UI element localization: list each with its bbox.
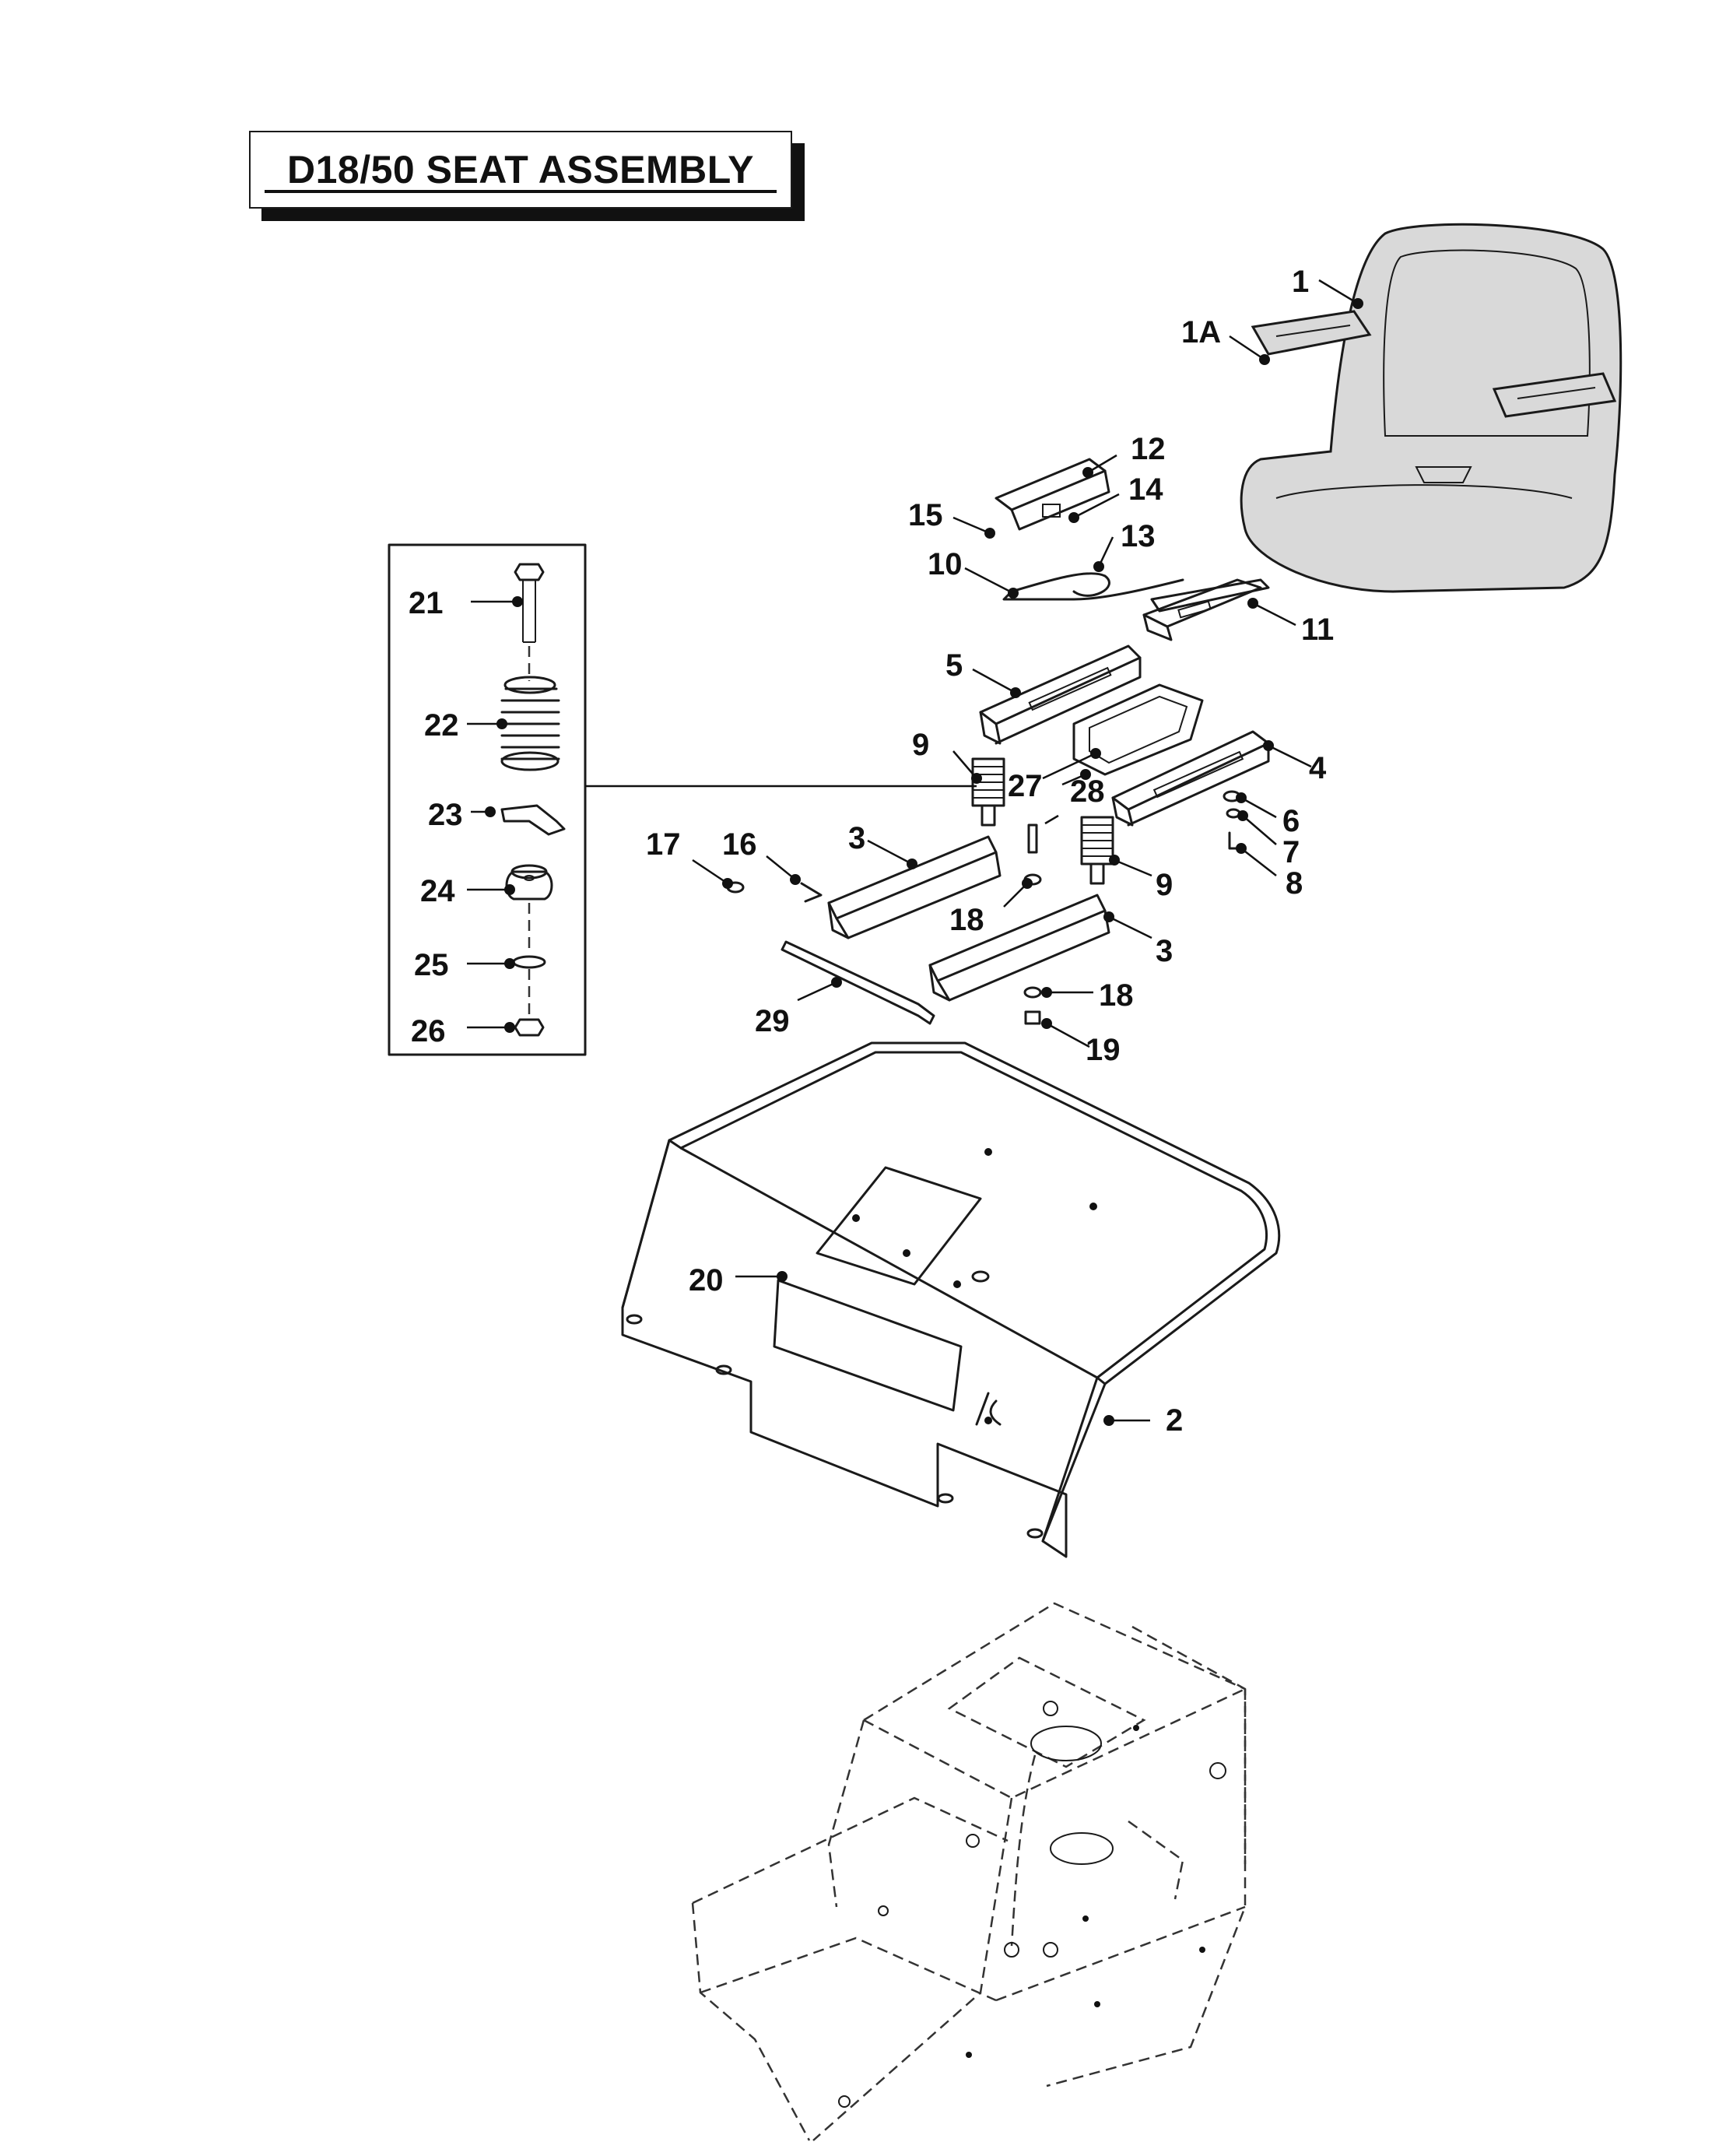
callout-24: 24 <box>420 874 455 908</box>
callout-3-lower: 3 <box>1156 934 1173 968</box>
page-title: D18/50 SEAT ASSEMBLY <box>286 148 754 191</box>
spring-assemblies <box>971 757 1114 885</box>
callout-27: 27 <box>1008 769 1043 803</box>
callout-9-lower: 9 <box>1156 868 1173 902</box>
callout-18-lower: 18 <box>1099 978 1134 1013</box>
callout-14: 14 <box>1128 472 1163 507</box>
callout-labels: 1 1A 2 3 3 4 5 6 7 8 9 9 10 11 12 13 14 … <box>409 265 1334 1438</box>
title-underline <box>265 190 777 193</box>
callout-8: 8 <box>1286 866 1303 901</box>
callout-4: 4 <box>1309 751 1327 785</box>
callout-23: 23 <box>428 798 463 832</box>
seat-bracket-parts <box>995 458 1270 641</box>
callout-29: 29 <box>755 1004 790 1038</box>
fender-part <box>621 1041 1281 1558</box>
callout-20: 20 <box>689 1263 724 1297</box>
callout-9-upper: 9 <box>912 728 929 762</box>
callout-26: 26 <box>411 1014 446 1048</box>
callout-10: 10 <box>928 547 963 581</box>
callout-21: 21 <box>409 586 444 620</box>
callout-16: 16 <box>722 827 757 862</box>
callout-7: 7 <box>1282 835 1300 869</box>
callout-15: 15 <box>908 498 943 532</box>
callout-1a: 1A <box>1181 315 1221 349</box>
callout-1: 1 <box>1292 265 1309 299</box>
callout-25: 25 <box>414 948 449 982</box>
callout-22: 22 <box>424 708 459 743</box>
callout-28: 28 <box>1070 774 1105 809</box>
callout-19: 19 <box>1086 1033 1121 1067</box>
callout-3-upper: 3 <box>848 821 865 855</box>
title-box: D18/50 SEAT ASSEMBLY <box>249 131 792 209</box>
callout-17: 17 <box>646 827 681 862</box>
callout-5: 5 <box>945 648 963 683</box>
callout-2: 2 <box>1166 1403 1183 1438</box>
frame-outline <box>691 1602 1247 2141</box>
leader-lines <box>467 279 1363 1426</box>
seat-rails <box>979 644 1270 827</box>
callout-12: 12 <box>1131 432 1166 466</box>
callout-11: 11 <box>1301 613 1334 647</box>
seat-part <box>1240 223 1623 593</box>
lower-rails <box>781 835 1110 1025</box>
callout-6: 6 <box>1282 804 1300 838</box>
callout-18-upper: 18 <box>949 903 984 937</box>
callout-13: 13 <box>1121 519 1156 553</box>
spring-detail-inset <box>388 543 977 1056</box>
